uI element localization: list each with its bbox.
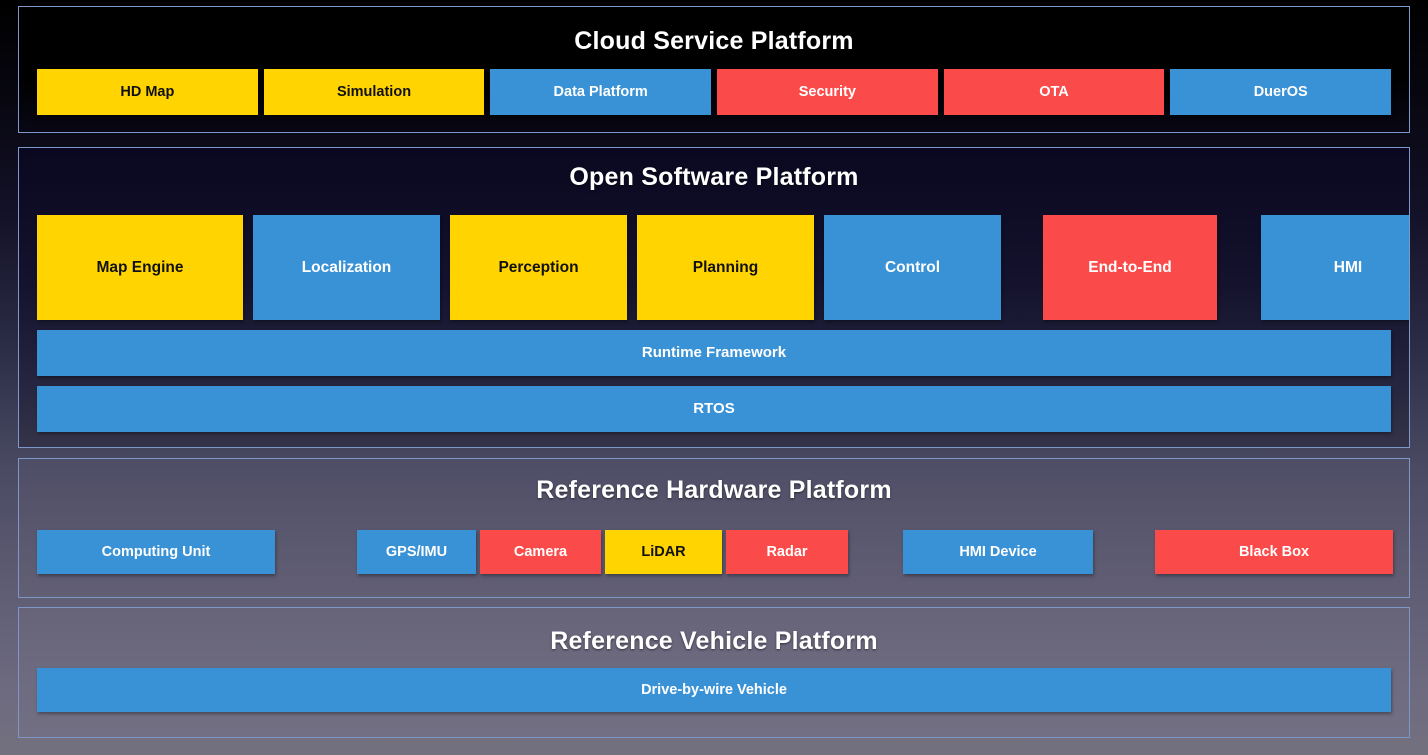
block-camera[interactable]: Camera (480, 530, 601, 574)
layer-reference-vehicle-platform: Reference Vehicle Platform Drive-by-wire… (18, 607, 1410, 738)
block-lidar[interactable]: LiDAR (605, 530, 722, 574)
block-security[interactable]: Security (717, 69, 938, 115)
block-runtime-framework[interactable]: Runtime Framework (37, 330, 1391, 376)
block-hd-map[interactable]: HD Map (37, 69, 258, 115)
block-gps-imu[interactable]: GPS/IMU (357, 530, 476, 574)
block-rtos[interactable]: RTOS (37, 386, 1391, 432)
block-map-engine[interactable]: Map Engine (37, 215, 243, 320)
layer-open-software-platform: Open Software Platform Map Engine Locali… (18, 147, 1410, 448)
layer-title-reference-hardware-platform: Reference Hardware Platform (536, 476, 892, 504)
block-ota[interactable]: OTA (943, 69, 1165, 115)
block-simulation[interactable]: Simulation (263, 69, 485, 115)
block-control[interactable]: Control (824, 215, 1001, 320)
block-hmi[interactable]: HMI (1261, 215, 1409, 320)
block-perception[interactable]: Perception (450, 215, 627, 320)
layer-cloud-service-platform: Cloud Service Platform HD Map Simulation… (18, 6, 1410, 133)
layer-title-open-software-platform: Open Software Platform (569, 163, 859, 191)
block-planning[interactable]: Planning (637, 215, 814, 320)
block-computing-unit[interactable]: Computing Unit (37, 530, 275, 574)
block-data-platform[interactable]: Data Platform (490, 69, 712, 115)
block-hmi-device[interactable]: HMI Device (903, 530, 1093, 574)
layer-reference-hardware-platform: Reference Hardware Platform Computing Un… (18, 458, 1410, 598)
block-localization[interactable]: Localization (253, 215, 440, 320)
block-black-box[interactable]: Black Box (1155, 530, 1393, 574)
block-drive-by-wire-vehicle[interactable]: Drive-by-wire Vehicle (37, 668, 1391, 712)
block-end-to-end[interactable]: End-to-End (1043, 215, 1217, 320)
hardware-block-row: Computing Unit GPS/IMU Camera LiDAR Rada… (37, 530, 1393, 574)
block-dueros[interactable]: DuerOS (1170, 69, 1392, 115)
block-radar[interactable]: Radar (726, 530, 848, 574)
software-module-row: Map Engine Localization Perception Plann… (37, 215, 1409, 320)
layer-title-reference-vehicle-platform: Reference Vehicle Platform (550, 627, 878, 655)
cloud-block-row: HD Map Simulation Data Platform Security… (37, 69, 1392, 115)
layer-title-cloud-service-platform: Cloud Service Platform (574, 27, 854, 55)
